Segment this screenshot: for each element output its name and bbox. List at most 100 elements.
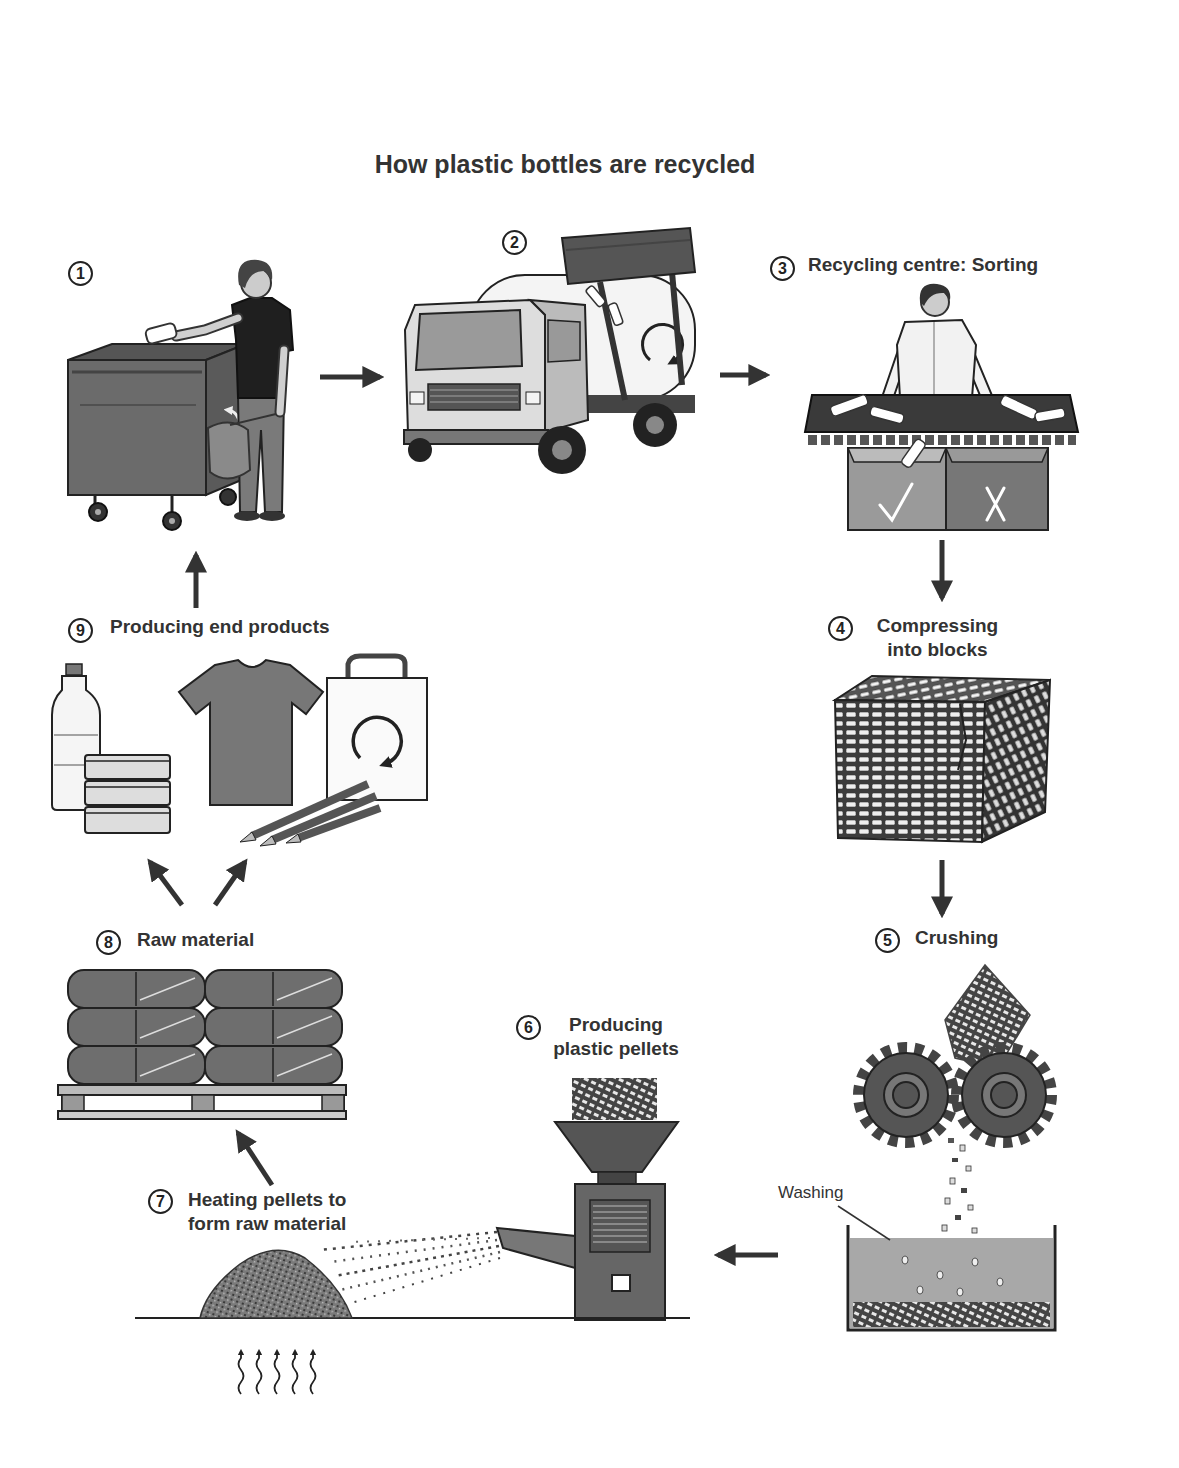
crusher xyxy=(968,1205,973,1210)
flow-arrow xyxy=(238,1133,272,1185)
raw-material-bales xyxy=(58,1111,346,1119)
flow-arrow xyxy=(720,373,766,378)
end-products xyxy=(52,656,427,846)
crusher xyxy=(950,1178,955,1184)
raw-material-bales xyxy=(136,972,273,1082)
sorting-bins xyxy=(987,488,1004,520)
raw-material-bales xyxy=(58,1085,346,1095)
collection-truck xyxy=(404,228,695,474)
sorting-bins xyxy=(946,448,1048,462)
step-caption: Crushing xyxy=(915,926,1065,950)
flow-arrow xyxy=(940,860,945,914)
end-products xyxy=(66,664,82,675)
collection-truck xyxy=(410,392,424,404)
flow-arrow xyxy=(718,1253,778,1258)
raw-material-bales xyxy=(140,978,332,1076)
raw-material-bales xyxy=(62,1095,344,1111)
pellet-machine xyxy=(555,1122,678,1172)
sorting-bins xyxy=(946,448,1048,530)
sorting-bins xyxy=(848,448,946,530)
end-products xyxy=(286,834,301,843)
sorting-bins xyxy=(848,448,946,462)
washing-tank xyxy=(850,1238,1053,1328)
process-stage: 3Recycling centre: Sorting xyxy=(766,250,1082,540)
raw-material-bales xyxy=(58,970,346,1119)
end-products xyxy=(298,808,380,838)
process-stage: 2 xyxy=(380,222,720,482)
end-products xyxy=(85,812,170,814)
crusher xyxy=(893,1082,919,1108)
step-number: 5 xyxy=(875,928,900,953)
washing-tank xyxy=(972,1258,978,1266)
crusher xyxy=(972,1228,977,1233)
pellet-heap xyxy=(275,1352,280,1394)
crusher xyxy=(859,1048,953,1142)
pellet-machine xyxy=(575,1184,665,1320)
pellet-heap xyxy=(330,1240,497,1262)
end-products xyxy=(85,760,170,762)
process-stage: 7Heating pellets to form raw material xyxy=(130,1185,500,1395)
crusher xyxy=(859,965,1051,1233)
person-figure xyxy=(280,350,284,412)
pellet-machine xyxy=(590,1200,650,1252)
pellet-heap xyxy=(239,1352,244,1394)
step-number: 8 xyxy=(96,930,121,955)
process-stage: 1 xyxy=(55,255,320,555)
sorting-bins xyxy=(848,438,1048,530)
end-products xyxy=(85,786,170,788)
step-number: 4 xyxy=(828,616,853,641)
collection-truck xyxy=(430,390,518,402)
collection-truck xyxy=(646,416,664,434)
washing-tank xyxy=(917,1286,923,1294)
end-products xyxy=(348,656,405,680)
recycling-bin xyxy=(95,509,101,515)
step-caption: Compressing into blocks xyxy=(865,614,1010,662)
collection-truck xyxy=(416,310,522,370)
end-products xyxy=(179,660,323,805)
crusher xyxy=(982,1073,1026,1117)
raw-material-bales xyxy=(192,1095,214,1111)
washing-tank xyxy=(957,1288,963,1296)
pellet-heap xyxy=(320,1232,497,1250)
pellet-machine xyxy=(572,1078,657,1120)
conveyor-belt xyxy=(805,394,1078,440)
sorting-bins xyxy=(880,484,912,520)
collection-truck xyxy=(552,440,572,460)
step-number: 3 xyxy=(770,256,795,281)
crusher xyxy=(948,1138,954,1143)
person-figure xyxy=(238,260,272,288)
step-caption: Producing plastic pellets xyxy=(546,1013,686,1061)
conveyor-belt xyxy=(829,394,868,417)
compressed-block xyxy=(958,704,966,770)
person-figure xyxy=(230,414,276,425)
crusher xyxy=(962,1053,1046,1137)
step-number: 6 xyxy=(516,1015,541,1040)
process-stage: 6Producing plastic pellets xyxy=(500,1010,718,1320)
washing-tank xyxy=(902,1256,908,1264)
person-figure xyxy=(176,318,238,336)
person-figure xyxy=(176,318,238,336)
collection-truck xyxy=(562,228,695,284)
end-products xyxy=(85,807,170,833)
process-stage: 5 Crushing xyxy=(778,914,1070,1339)
pellet-heap xyxy=(350,1238,490,1242)
washing-tank xyxy=(997,1278,1003,1286)
collection-truck xyxy=(428,384,520,410)
flow-arrow xyxy=(194,555,199,608)
sorting-worker xyxy=(897,320,976,398)
compressed-block xyxy=(982,680,1050,842)
collection-truck xyxy=(408,438,432,462)
end-products xyxy=(327,678,427,800)
diagram-title: How plastic bottles are recycled xyxy=(0,150,1130,179)
sorting-bins xyxy=(900,438,926,469)
pellet-machine xyxy=(598,1172,636,1184)
collection-truck xyxy=(633,403,677,447)
step-caption: Producing end products xyxy=(110,615,430,639)
recycling-bin xyxy=(72,371,202,374)
crusher xyxy=(957,1048,1051,1142)
sorting-worker xyxy=(933,322,935,396)
compressed-block xyxy=(835,676,1050,842)
washing-tank xyxy=(848,1225,1055,1330)
